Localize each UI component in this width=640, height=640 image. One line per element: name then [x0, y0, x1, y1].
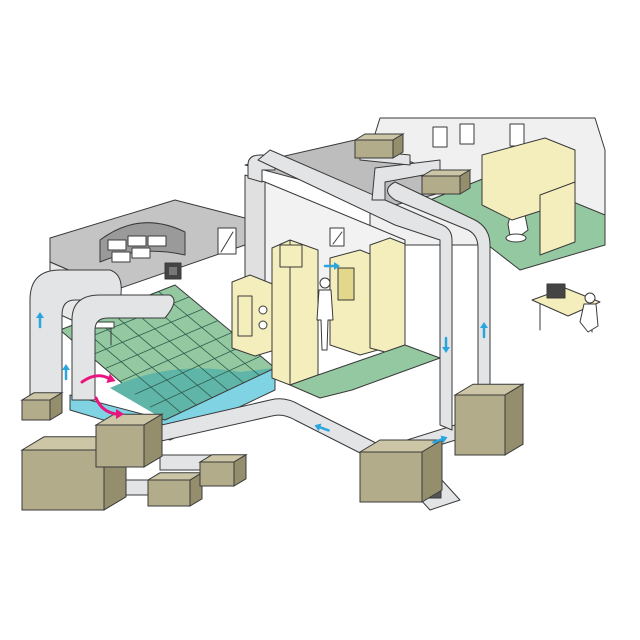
- grid-line: [125, 303, 229, 391]
- air-handling-units: [20, 133, 525, 511]
- blue-airflow-arrow: [442, 336, 450, 353]
- unit-side: [459, 169, 471, 195]
- partition-wall: [244, 174, 266, 291]
- office-partition: [481, 137, 576, 256]
- equipment-panel: [237, 295, 253, 337]
- grid-line: [134, 343, 247, 395]
- pink-return-arrow: [94, 396, 124, 419]
- worker-desk: [531, 283, 601, 333]
- blue-airflow-arrow: [432, 435, 448, 444]
- supply-riser-left: [29, 269, 122, 396]
- grid-line: [119, 332, 233, 382]
- arrow-head: [36, 312, 44, 318]
- air-handling-unit: [20, 391, 64, 421]
- arrow-head: [106, 373, 116, 384]
- unit-side: [421, 439, 443, 503]
- air-handling-unit: [358, 439, 444, 503]
- worker-cleanroom: [316, 277, 334, 351]
- grid-line: [149, 355, 261, 408]
- arrow-head: [116, 409, 124, 419]
- unit-front: [199, 461, 235, 487]
- computer-monitor: [546, 283, 566, 299]
- airflow-arrows: [36, 262, 488, 444]
- unit-front: [354, 139, 394, 159]
- arrow-head: [442, 347, 450, 353]
- grid-line: [109, 310, 213, 399]
- unit-front: [21, 449, 105, 511]
- grid-line: [89, 308, 204, 357]
- arrow-head: [480, 322, 488, 328]
- fan-filter-unit: [131, 247, 151, 259]
- grid-line: [92, 316, 197, 406]
- air-handling-unit: [146, 471, 204, 507]
- blue-airflow-arrow: [62, 364, 70, 381]
- blue-airflow-arrow: [36, 312, 44, 329]
- arrow-shaft: [80, 374, 110, 384]
- fan-filter-unit: [147, 235, 167, 247]
- grid-line: [158, 291, 260, 376]
- arrow-head: [334, 262, 340, 270]
- unit-front: [95, 424, 145, 468]
- unit-side: [392, 133, 404, 159]
- grid-line: [104, 320, 219, 369]
- air-handling-unit: [94, 413, 164, 468]
- unit-side: [49, 391, 63, 421]
- window: [459, 123, 475, 145]
- ceiling-cutaway: [99, 222, 186, 280]
- arrow-head: [62, 364, 70, 370]
- unit-front: [21, 399, 51, 421]
- roof-duct: [371, 159, 441, 201]
- unit-side: [504, 383, 524, 456]
- air-handling-unit: [420, 169, 472, 195]
- tool-cabinet: [279, 244, 303, 268]
- unit-front: [421, 175, 461, 195]
- window: [509, 123, 525, 147]
- arrow-head: [440, 435, 448, 444]
- air-handling-unit: [453, 383, 525, 456]
- blue-airflow-arrow: [480, 322, 488, 339]
- unit-side: [189, 471, 203, 507]
- unit-front: [454, 394, 506, 456]
- window: [432, 126, 448, 148]
- fan-filter-unit: [107, 239, 127, 251]
- air-handling-unit: [198, 453, 248, 487]
- pink-return-arrow: [80, 373, 116, 384]
- tool-tower-3: [369, 237, 406, 353]
- wall-window: [329, 227, 345, 247]
- fan-filter-unit: [127, 235, 147, 247]
- supply-riser-right: [387, 181, 491, 399]
- unit-side: [233, 453, 247, 487]
- blue-airflow-arrow: [323, 262, 340, 270]
- unit-side: [143, 413, 163, 468]
- unit-front: [147, 479, 191, 507]
- fan-filter-unit: [111, 251, 131, 263]
- arrow-head: [314, 423, 322, 432]
- arrow-shaft: [94, 396, 118, 416]
- blue-airflow-arrow: [314, 423, 330, 432]
- air-handling-unit: [353, 133, 405, 159]
- floor-grid: [74, 291, 261, 413]
- unit-front: [359, 451, 423, 503]
